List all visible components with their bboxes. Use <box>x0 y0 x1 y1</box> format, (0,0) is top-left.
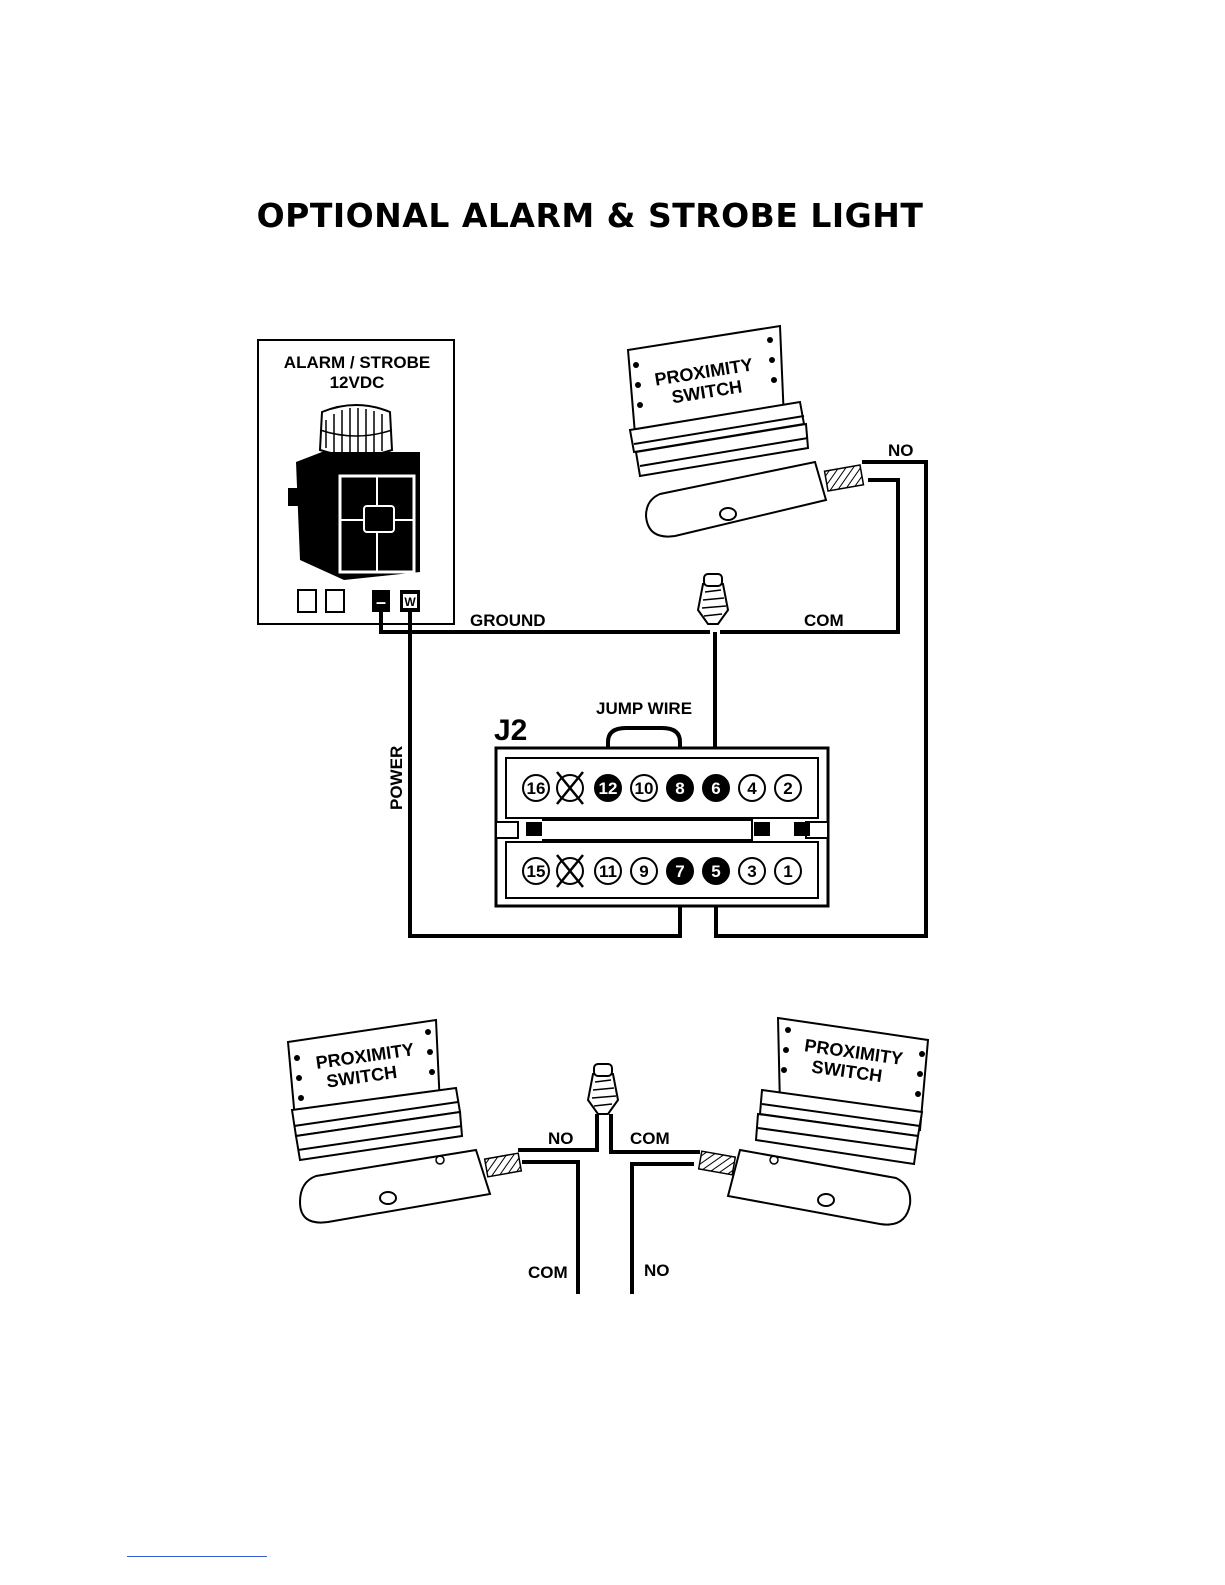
connector-pin-label: 12 <box>599 779 618 798</box>
com-label-bottom-down: COM <box>528 1263 568 1282</box>
connector-pin-9: 9 <box>631 858 657 884</box>
footer-link-underline <box>127 1556 267 1557</box>
connector-pin-label: 7 <box>675 862 684 881</box>
connector-pin-10: 10 <box>631 775 657 801</box>
connector-pin-label: 2 <box>783 779 792 798</box>
jump-wire-label: JUMP WIRE <box>596 699 692 718</box>
connector-pin-blocked <box>557 772 583 804</box>
negative-terminal-label: – <box>376 592 386 612</box>
connector-pin-label: 1 <box>783 862 792 881</box>
wire-nut-top <box>698 574 728 624</box>
connector-pin-12: 12 <box>595 775 621 801</box>
unused-terminal-1 <box>298 590 316 612</box>
connector-pin-11: 11 <box>595 858 621 884</box>
unused-terminal-2 <box>326 590 344 612</box>
connector-pin-2: 2 <box>775 775 801 801</box>
connector-name: J2 <box>494 714 527 747</box>
com-label-top: COM <box>804 611 844 630</box>
connector-pin-label: 5 <box>711 862 720 881</box>
alarm-strobe-unit: ALARM / STROBE 12VDC – W <box>258 340 454 624</box>
connector-pin-label: 15 <box>527 862 546 881</box>
connector-pin-7: 7 <box>667 858 693 884</box>
connector-pin-label: 9 <box>639 862 648 881</box>
ground-label: GROUND <box>470 611 546 630</box>
connector-pin-1: 1 <box>775 858 801 884</box>
connector-pin-label: 3 <box>747 862 756 881</box>
connector-pin-16: 16 <box>523 775 549 801</box>
j2-connector: J2 16 12 10 8 6 4 2 15 11 9 7 5 3 1 <box>494 714 828 906</box>
connector-pin-label: 10 <box>635 779 654 798</box>
connector-pin-8: 8 <box>667 775 693 801</box>
connector-pin-4: 4 <box>739 775 765 801</box>
connector-pin-5: 5 <box>703 858 729 884</box>
connector-pin-label: 4 <box>747 779 757 798</box>
alarm-label-line2: 12VDC <box>330 373 385 392</box>
connector-pin-3: 3 <box>739 858 765 884</box>
proximity-switch-top: PROXIMITY SWITCH <box>628 326 863 537</box>
no-label-top: NO <box>888 441 914 460</box>
connector-pin-blocked <box>557 855 583 887</box>
connector-pin-15: 15 <box>523 858 549 884</box>
connector-pin-label: 11 <box>599 862 617 881</box>
com-label-bottom-right: COM <box>630 1129 670 1148</box>
no-label-bottom-down: NO <box>644 1261 670 1280</box>
w-terminal-label: W <box>404 595 416 609</box>
proximity-switch-bottom-right: PROXIMITY SWITCH <box>699 1018 928 1225</box>
connector-pin-label: 6 <box>711 779 720 798</box>
alarm-label-line1: ALARM / STROBE <box>284 353 430 372</box>
connector-pin-label: 8 <box>675 779 684 798</box>
connector-pin-6: 6 <box>703 775 729 801</box>
connector-pin-label: 16 <box>527 779 546 798</box>
power-label: POWER <box>387 746 406 810</box>
wire-nut-bottom <box>588 1064 618 1114</box>
no-label-bottom-left: NO <box>548 1129 574 1148</box>
proximity-switch-bottom-left: PROXIMITY SWITCH <box>288 1020 521 1223</box>
